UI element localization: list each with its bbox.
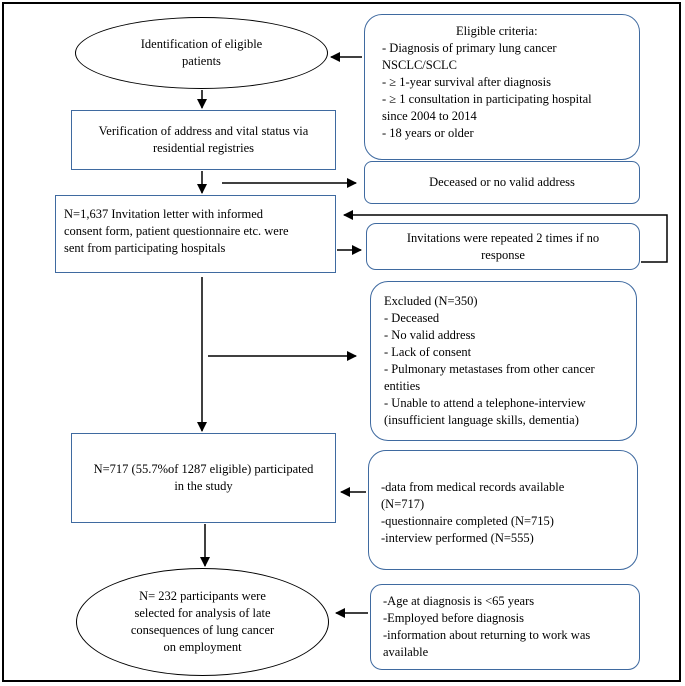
identification-line-1: Identification of eligible — [140, 37, 263, 51]
records-line-4: -interview performed (N=555) — [381, 531, 534, 545]
deceased-text: Deceased or no valid address — [429, 175, 575, 189]
participated-node: N=717 (55.7%of 1287 eligible) participat… — [71, 433, 336, 523]
repeated-line-2: response — [481, 247, 525, 262]
records-line-1: -data from medical records available — [381, 480, 565, 494]
excluded-line-6: entities — [384, 379, 421, 393]
selected-line-1: N= 232 participants were — [139, 589, 266, 603]
age-criteria-box: -Age at diagnosis is <65 years -Employed… — [370, 584, 640, 670]
excluded-line-1: Excluded (N=350) — [384, 294, 478, 308]
participated-line-2: in the study — [174, 479, 233, 493]
selected-line-4: on employment — [163, 640, 242, 654]
age-line-3: -information about returning to work was — [383, 628, 591, 642]
excluded-line-2: - Deceased — [384, 311, 440, 325]
criteria-line-5: since 2004 to 2014 — [382, 109, 477, 123]
excluded-line-5: - Pulmonary metastases from other cancer — [384, 362, 595, 376]
excluded-box: Excluded (N=350) - Deceased - No valid a… — [370, 281, 637, 441]
repeated-line-1: Invitations were repeated 2 times if no — [406, 230, 600, 245]
selected-line-2: selected for analysis of late — [134, 606, 271, 620]
repeated-box: Invitations were repeated 2 times if no … — [366, 223, 640, 270]
eligible-criteria-box: Eligible criteria: - Diagnosis of primar… — [364, 14, 640, 160]
criteria-line-2: NSCLC/SCLC — [382, 58, 458, 72]
invitation-line-3: sent from participating hospitals — [64, 241, 226, 255]
excluded-line-8: (insufficient language skills, dementia) — [384, 413, 579, 427]
criteria-line-6: - 18 years or older — [382, 126, 474, 140]
excluded-line-3: - No valid address — [384, 328, 476, 342]
participated-line-1: N=717 (55.7%of 1287 eligible) participat… — [93, 462, 314, 476]
age-line-1: -Age at diagnosis is <65 years — [383, 594, 535, 608]
excluded-line-7: - Unable to attend a telephone-interview — [384, 396, 586, 410]
criteria-line-3: - ≥ 1-year survival after diagnosis — [382, 75, 551, 89]
verification-line-2: residential registries — [152, 141, 254, 155]
verification-line-1: Verification of address and vital status… — [98, 124, 309, 138]
age-line-2: -Employed before diagnosis — [383, 611, 524, 625]
records-box: -data from medical records available (N=… — [368, 450, 638, 570]
identification-line-2: patients — [182, 54, 221, 68]
criteria-line-1: - Diagnosis of primary lung cancer — [382, 41, 557, 55]
deceased-box: Deceased or no valid address — [364, 161, 640, 204]
selected-node: N= 232 participants were selected for an… — [76, 568, 329, 676]
criteria-line-4: - ≥ 1 consultation in participating hosp… — [382, 92, 592, 106]
invitation-line-1: N=1,637 Invitation letter with informed — [64, 207, 264, 221]
selected-line-3: consequences of lung cancer — [130, 623, 275, 637]
invitation-line-2: consent form, patient questionnaire etc.… — [64, 224, 289, 238]
identification-node: Identification of eligible patients — [75, 17, 328, 89]
verification-node: Verification of address and vital status… — [71, 110, 336, 170]
records-line-2: (N=717) — [381, 497, 425, 511]
excluded-line-4: - Lack of consent — [384, 345, 472, 359]
eligible-criteria-title: Eligible criteria: — [456, 24, 538, 38]
arrow-repeat-loop — [343, 210, 668, 263]
invitation-node: N=1,637 Invitation letter with informed … — [55, 195, 336, 273]
age-line-4: available — [383, 645, 429, 659]
records-line-3: -questionnaire completed (N=715) — [381, 514, 554, 528]
